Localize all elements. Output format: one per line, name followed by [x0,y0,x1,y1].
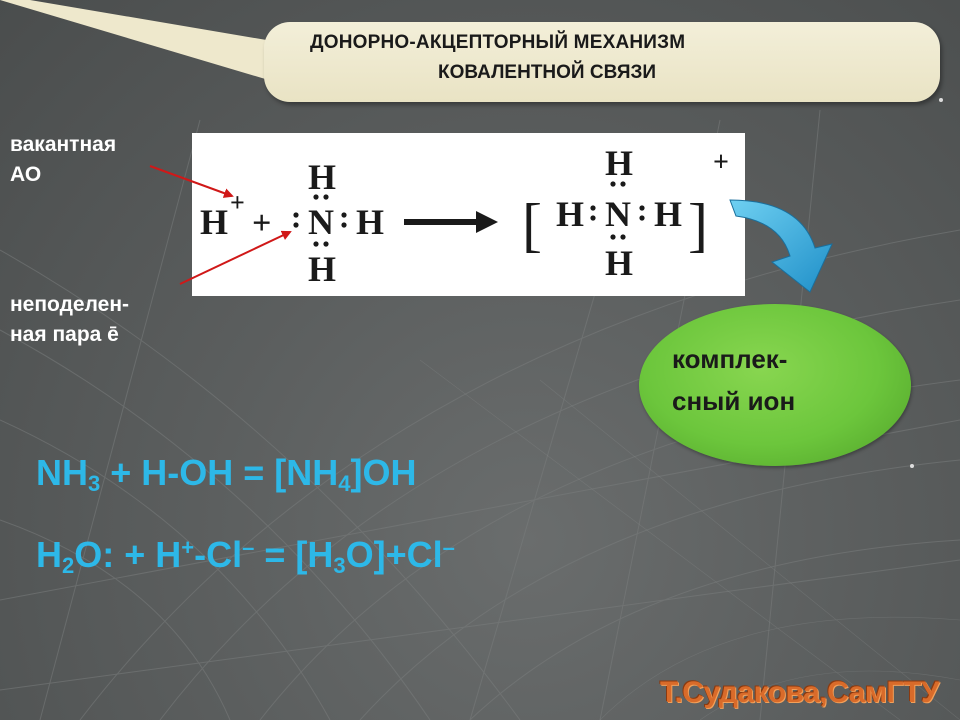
eq2-sup-minus-2: – [442,535,455,560]
lone-pair-label: неподелен- ная пара ē [10,290,129,350]
eq2-sup-minus-1: – [242,535,255,560]
left-bracket: [ [522,192,542,258]
complex-ion-line-2: сный ион [672,386,796,416]
eq2-part-d: = [H [254,534,334,575]
lewis-diagram: H + + H N H H [ H H N H H ] + [192,133,745,296]
right-bracket: ] [688,192,708,258]
eq1-part-c: ]OH [350,452,417,493]
eq1-part-b: + H-OH = [NH [100,452,339,493]
lone-pair-arrow [179,230,292,285]
nh4-h-bottom: H [605,243,633,283]
eq2-sup-plus: + [181,535,195,560]
complex-ion-label: комплек- сный ион [672,338,795,422]
plus-sign: + [252,205,271,242]
proton-h: H [200,202,228,242]
vacant-orbital-arrow [149,165,234,198]
title-line-2: КОВАЛЕНТНОЙ СВЯЗИ [438,62,657,83]
nh3-h-right: H [356,202,384,242]
nh3-n: N [308,202,334,242]
lewis-diagram-svg: H + + H N H H [ H H N H H ] + [200,143,729,289]
equation-ammonia-water: NH3 + H-OH = [NH4]OH [36,452,417,497]
complex-ion-ellipse [639,304,911,466]
ion-charge: + [713,147,729,178]
eq2-sub-2: 2 [62,553,75,578]
eq2-part-e: O]+Cl [345,534,443,575]
nh3-h-bottom: H [308,249,336,289]
eq1-sub-3: 3 [88,471,101,496]
title-callout: ДОНОРНО-АКЦЕПТОРНЫЙ МЕХАНИЗМ КОВАЛЕНТНОЙ… [264,22,940,102]
vacant-orbital-line-1: вакантная [10,133,117,156]
equation-hydronium: H2O: + H+-Cl– = [H3O]+Cl– [36,534,455,579]
reaction-arrow [404,211,498,233]
eq2-part-b: O: + H [74,534,182,575]
eq1-sub-4: 4 [338,471,351,496]
vacant-orbital-line-2: АО [10,163,42,186]
lone-pair-line-1: неподелен- [10,293,130,316]
nh4-h-top: H [605,143,633,183]
vacant-orbital-label: вакантная АО [10,130,116,190]
eq2-sub-3: 3 [333,553,346,578]
eq2-part-a: H [36,534,62,575]
title-line-1: ДОНОРНО-АКЦЕПТОРНЫЙ МЕХАНИЗМ [310,32,686,53]
nh4-h-left: H [556,194,584,234]
author-credit: Т.Судакова,СамГТУ [660,676,940,709]
complex-ion-line-1: комплек- [672,344,788,374]
nh4-h-right: H [654,194,682,234]
eq2-part-c: -Cl [194,534,243,575]
electron-dots [293,181,645,247]
nh4-n: N [605,194,631,234]
nh3-h-top: H [308,157,336,197]
eq1-part-a: NH [36,452,88,493]
lone-pair-line-2: ная пара ē [10,323,119,346]
